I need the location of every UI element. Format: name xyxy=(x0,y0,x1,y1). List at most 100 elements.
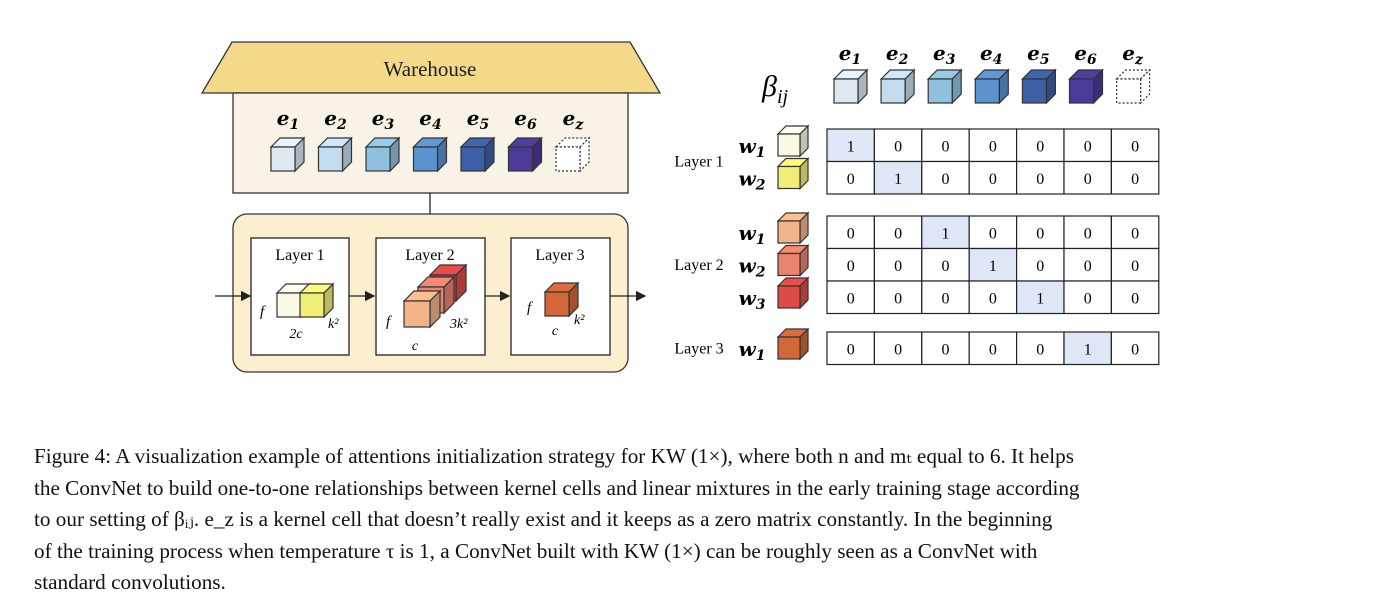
matrix-cell-value: 1 xyxy=(942,225,950,242)
layer-2-kernel-w1 xyxy=(402,289,442,329)
layer-1-title: Layer 1 xyxy=(275,247,324,264)
layer-3-dim-right: k² xyxy=(574,313,585,328)
matrix-cell-value: 0 xyxy=(847,225,855,242)
layer-1-kernel-w2 xyxy=(298,282,335,319)
matrix-cell-value: 1 xyxy=(847,138,855,155)
beta-label: βij xyxy=(761,70,789,108)
matrix-cell-bg xyxy=(873,128,923,163)
matrix-cell-value: 1 xyxy=(1036,290,1044,307)
header-label-e2: e2 xyxy=(886,41,909,68)
warehouse-cell-label-ez: ez xyxy=(563,106,585,133)
group-layer-label: Layer 2 xyxy=(674,257,723,274)
matrix-cell-value: 0 xyxy=(894,225,902,242)
matrix-cell-bg xyxy=(826,215,876,250)
row-weight-cube-w1 xyxy=(776,327,810,361)
warehouse-roof xyxy=(200,41,662,94)
matrix-cell-value: 0 xyxy=(847,258,855,275)
matrix-cell-value: 0 xyxy=(942,258,950,275)
header-label-e3: e3 xyxy=(933,41,956,68)
row-weight-cube-w2 xyxy=(776,244,810,277)
caption-line-2: the ConvNet to build one-to-one relation… xyxy=(34,475,1080,500)
matrix-cell-value: 0 xyxy=(1131,290,1139,307)
caption-line-5: standard convolutions. xyxy=(34,570,226,594)
matrix-cell-bg xyxy=(968,247,1018,282)
matrix-cell-value: 0 xyxy=(1131,258,1139,275)
warehouse-cell-e1 xyxy=(269,136,306,173)
row-weight-label: w3 xyxy=(739,286,766,313)
matrix-cell-value: 0 xyxy=(1084,258,1092,275)
matrix-cell-bg xyxy=(1110,160,1160,195)
row-weight-cube-w1 xyxy=(776,211,810,245)
matrix-cell-bg xyxy=(873,247,923,282)
header-cell-e1 xyxy=(832,68,869,105)
layer-1-dim-right: k² xyxy=(328,317,339,332)
matrix-cell-value: 0 xyxy=(989,225,997,242)
matrix-cell-value: 0 xyxy=(989,290,997,307)
warehouse-cell-label-e4: e4 xyxy=(419,106,441,133)
matrix-cell-bg xyxy=(968,280,1018,315)
matrix-cell-value: 0 xyxy=(894,290,902,307)
matrix-cell-value: 0 xyxy=(1036,171,1044,188)
layer-3-kernel-w1 xyxy=(543,281,580,318)
matrix-cell-value: 1 xyxy=(989,258,997,275)
matrix-cell-value: 0 xyxy=(894,341,902,358)
matrix-cell-bg xyxy=(1110,280,1160,315)
header-label-e5: e5 xyxy=(1027,41,1049,68)
header-label-e4: e4 xyxy=(980,41,1002,68)
matrix-cell-value: 0 xyxy=(989,171,997,188)
layer-1-f: f xyxy=(260,304,266,320)
matrix-cell-bg xyxy=(1063,331,1113,366)
matrix-cell-value: 0 xyxy=(942,138,950,155)
matrix-cell-value: 1 xyxy=(894,171,902,188)
matrix-cell-value: 0 xyxy=(1131,225,1139,242)
matrix-cell-value: 0 xyxy=(989,341,997,358)
warehouse-cell-e2 xyxy=(317,136,353,173)
figure-caption: Figure 4: A visualization example of att… xyxy=(34,441,1344,599)
matrix-cell-bg xyxy=(1110,331,1160,366)
matrix-cell-value: 0 xyxy=(1131,171,1139,188)
warehouse-cell-label-e5: e5 xyxy=(467,106,489,133)
matrix-cell-bg xyxy=(1110,247,1160,282)
row-weight-cube-w1 xyxy=(776,124,810,158)
row-weight-cube-w2 xyxy=(776,157,810,190)
matrix-cell-value: 0 xyxy=(1131,138,1139,155)
header-cell-e6 xyxy=(1068,68,1104,105)
matrix-cell-value: 1 xyxy=(1084,341,1092,358)
matrix-cell-bg xyxy=(968,160,1018,195)
matrix-cell-bg xyxy=(1063,247,1113,282)
matrix-cell-bg xyxy=(873,331,923,366)
layer-3-f: f xyxy=(527,300,533,316)
group-layer-label: Layer 3 xyxy=(674,340,723,357)
layer-2-dim-bottom: c xyxy=(412,339,419,354)
caption-line-4: of the training process when temperature… xyxy=(34,538,1038,563)
matrix-cell-bg xyxy=(1063,128,1113,163)
warehouse-cell-label-e1: e1 xyxy=(277,106,299,133)
matrix-cell-value: 0 xyxy=(1036,138,1044,155)
matrix-cell-value: 0 xyxy=(942,171,950,188)
matrix-cell-value: 0 xyxy=(942,290,950,307)
matrix-cell-bg xyxy=(873,280,923,315)
matrix-cell-value: 0 xyxy=(1084,290,1092,307)
matrix-cell-value: 0 xyxy=(942,341,950,358)
warehouse-cell-ez xyxy=(554,136,591,173)
row-weight-label: w1 xyxy=(739,134,766,161)
matrix-cell-bg xyxy=(1015,280,1065,315)
matrix-cell-bg xyxy=(921,128,970,163)
layer-kernels xyxy=(275,263,580,329)
warehouse-cell-label-e6: e6 xyxy=(514,106,537,133)
matrix-cell-value: 0 xyxy=(1131,341,1139,358)
header-label-e1: e1 xyxy=(839,41,861,68)
matrix-cell-value: 0 xyxy=(1036,258,1044,275)
row-weight-cube-w3 xyxy=(776,276,810,310)
warehouse-cell-e5 xyxy=(459,136,496,173)
header-cell-ez xyxy=(1115,68,1152,105)
